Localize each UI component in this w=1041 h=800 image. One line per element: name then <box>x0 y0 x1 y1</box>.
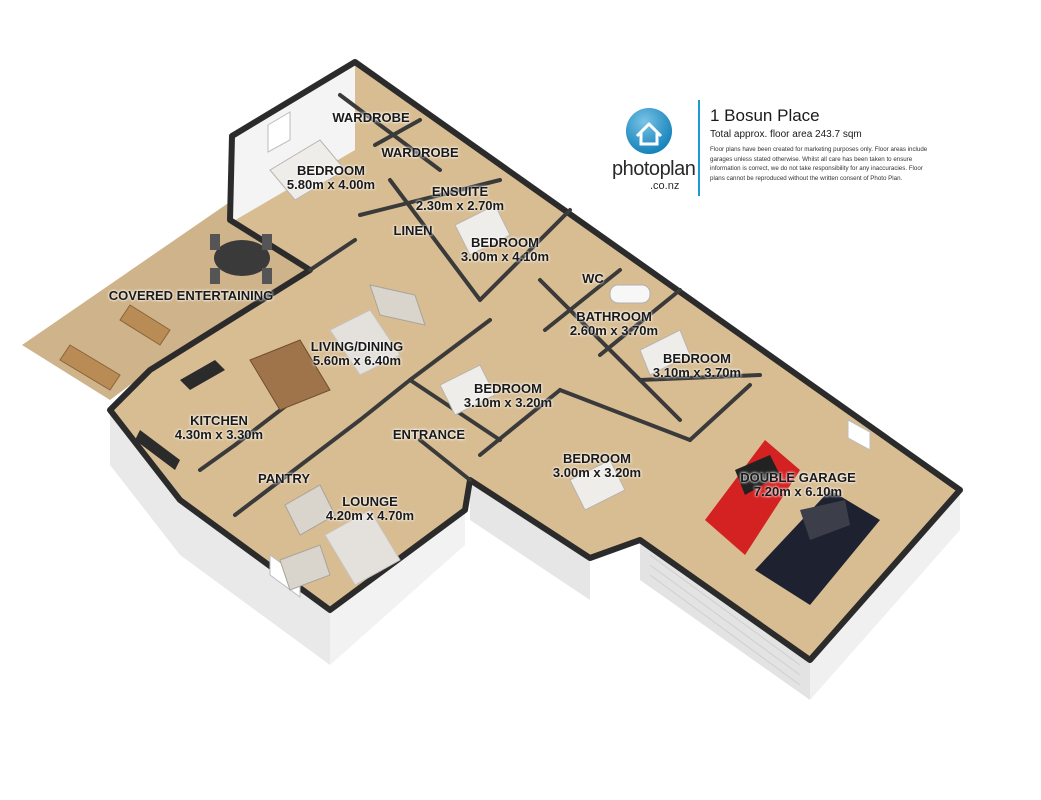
wall-face-bed5 <box>470 480 590 600</box>
room-size: 3.10m x 3.20m <box>463 395 553 410</box>
room-name: BEDROOM <box>663 351 731 366</box>
brand-domain: .co.nz <box>650 180 680 192</box>
brand-name-right: plan <box>659 158 696 180</box>
room-label-linen: LINEN <box>394 224 433 238</box>
room-name: DOUBLE GARAGE <box>740 470 856 485</box>
bathtub <box>609 284 651 304</box>
total-area: Total approx. floor area 243.7 sqm <box>710 129 862 140</box>
wall-face-top <box>232 62 355 222</box>
room-label-wardrobe2: WARDROBE <box>381 146 458 160</box>
room-size: 3.00m x 3.20m <box>552 465 642 480</box>
room-name: WARDROBE <box>381 145 459 160</box>
wall-face-lounge <box>330 510 465 665</box>
rugs <box>324 309 401 586</box>
room-name: WC <box>582 271 604 286</box>
room-name: LIVING/DINING <box>310 339 404 354</box>
room-label-pantry: PANTRY <box>258 472 310 486</box>
header-divider <box>698 100 700 196</box>
room-size: 2.30m x 2.70m <box>415 198 505 213</box>
room-name: BEDROOM <box>474 381 542 396</box>
outdoor-dining-set <box>210 234 272 284</box>
room-size: 4.30m x 3.30m <box>174 427 264 442</box>
room-size: 3.00m x 4.10m <box>460 249 550 264</box>
beds <box>269 139 691 511</box>
room-size: 4.20m x 4.70m <box>325 508 415 523</box>
black-car <box>755 490 880 605</box>
wall-face-left <box>110 410 330 665</box>
red-car <box>705 440 800 555</box>
room-name: ENTRANCE <box>392 427 466 442</box>
room-name: BEDROOM <box>297 163 365 178</box>
listing-header: photoplan .co.nz 1 Bosun Place Total app… <box>606 100 936 200</box>
room-size: 5.60m x 6.40m <box>312 353 402 368</box>
room-name: BATHROOM <box>576 309 652 324</box>
room-label-covered: COVERED ENTERTAINING <box>109 289 273 303</box>
dining-table <box>249 339 331 411</box>
room-name: WARDROBE <box>332 110 410 125</box>
brand-wordmark: photoplan <box>612 158 696 181</box>
kitchen-counter <box>135 360 225 470</box>
room-name: PANTRY <box>258 471 310 486</box>
room-label-entrance: ENTRANCE <box>393 428 465 442</box>
room-name: BEDROOM <box>563 451 631 466</box>
garage-door <box>649 554 801 686</box>
room-name: ENSUITE <box>431 184 489 199</box>
room-name: KITCHEN <box>190 413 248 428</box>
room-label-wardrobe1: WARDROBE <box>332 111 409 125</box>
photoplan-logo-icon <box>626 108 672 154</box>
outer-walls <box>107 59 963 663</box>
room-name: COVERED ENTERTAINING <box>108 288 274 303</box>
disclaimer: Floor plans have been created for market… <box>710 146 928 182</box>
brand-name-left: photo <box>612 158 660 180</box>
wall-face-garage-right <box>810 490 960 700</box>
room-size: 7.20m x 6.10m <box>753 484 843 499</box>
room-size: 3.10m x 3.70m <box>652 365 742 380</box>
interior-walls <box>198 93 762 517</box>
room-name: BEDROOM <box>471 235 539 250</box>
room-label-wc: WC <box>582 272 604 286</box>
room-name: LOUNGE <box>342 494 398 509</box>
sofas <box>279 284 426 591</box>
room-name: LINEN <box>393 223 433 238</box>
listing-title: 1 Bosun Place <box>710 106 820 125</box>
room-size: 2.60m x 3.70m <box>569 323 659 338</box>
room-size: 5.80m x 4.00m <box>286 177 376 192</box>
outdoor-benches <box>59 304 171 391</box>
